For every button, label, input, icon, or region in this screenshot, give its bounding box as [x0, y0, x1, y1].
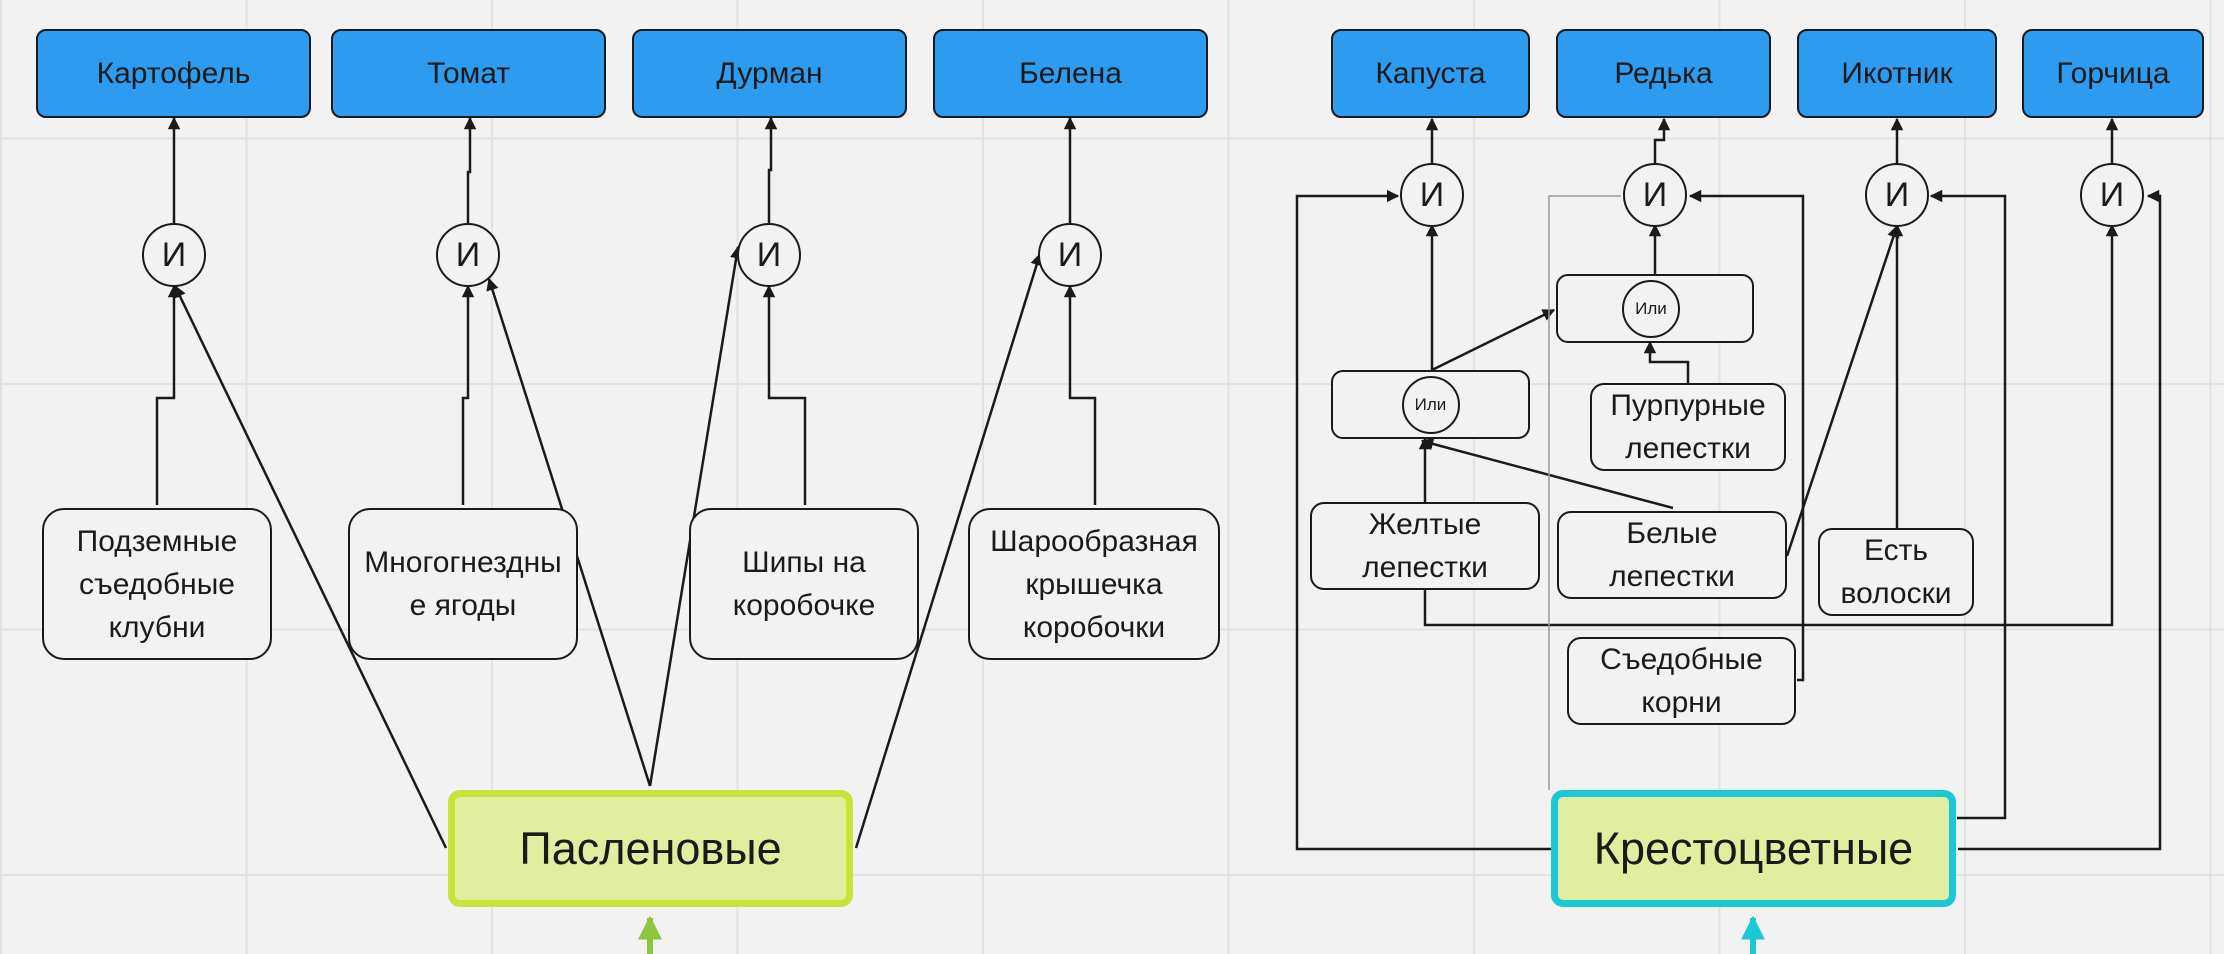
edge-roots-and-radish	[1688, 189, 1805, 682]
edge-brassicaceae-and-alyssum	[1929, 189, 2007, 820]
leaf-tomato[interactable]: Томат	[331, 29, 606, 118]
edge-lid-and	[1063, 284, 1097, 505]
and-node-radish[interactable]: И	[1623, 163, 1687, 227]
edge-tubers-and	[155, 284, 181, 505]
edge-purple-or	[1643, 340, 1690, 383]
or-box-radish[interactable]: Или	[1556, 274, 1754, 343]
feature-white[interactable]: Белые лепестки	[1557, 511, 1787, 599]
feature-purple[interactable]: Пурпурные лепестки	[1590, 383, 1786, 471]
family-brassicaceae[interactable]: Крестоцветные	[1551, 790, 1956, 907]
feature-roots[interactable]: Съедобные корни	[1567, 637, 1796, 725]
leaf-datura[interactable]: Дурман	[632, 29, 907, 118]
edge-or-cabbage-or-radish	[1431, 308, 1556, 372]
edge-guide-thin	[1548, 195, 1621, 790]
edge-and-radish	[1653, 117, 1671, 164]
edge-white-or	[1420, 437, 1674, 510]
family-solanaceae[interactable]: Пасленовые	[448, 790, 853, 907]
leaf-henbane[interactable]: Белена	[933, 29, 1208, 118]
and-node-henbane[interactable]: И	[1038, 223, 1102, 287]
or-node-cabbage: Или	[1401, 375, 1460, 434]
edge-berries-and	[461, 284, 475, 505]
leaf-alyssum[interactable]: Икотник	[1797, 29, 1997, 118]
edge-yellow-and-mustard	[1423, 223, 2119, 627]
feature-yellow[interactable]: Желтые лепестки	[1310, 502, 1540, 590]
edge-solanaceae-and-potato	[173, 284, 448, 849]
edge-brassicaceae-and-cabbage	[1295, 189, 1551, 851]
leaf-radish[interactable]: Редька	[1556, 29, 1771, 118]
edge-solanaceae-and-henbane	[854, 252, 1043, 849]
feature-tubers[interactable]: Подземные съедобные клубни	[42, 508, 272, 660]
and-node-mustard[interactable]: И	[2080, 163, 2144, 227]
edge-brassicaceae-and-mustard	[1958, 189, 2162, 851]
edge-spines-and	[762, 284, 807, 505]
edge-and-datura	[764, 116, 778, 225]
feature-lid[interactable]: Шарообразная крышечка коробочки	[968, 508, 1220, 660]
or-box-cabbage[interactable]: Или	[1331, 370, 1530, 439]
feature-hairs[interactable]: Есть волоски	[1818, 528, 1974, 616]
feature-spines[interactable]: Шипы на коробочке	[689, 508, 919, 660]
leaf-mustard[interactable]: Горчица	[2022, 29, 2204, 118]
and-node-datura[interactable]: И	[737, 223, 801, 287]
and-node-alyssum[interactable]: И	[1865, 163, 1929, 227]
leaf-cabbage[interactable]: Капуста	[1331, 29, 1530, 118]
edge-white-and-alyssum	[1785, 224, 1900, 557]
and-node-potato[interactable]: И	[142, 223, 206, 287]
and-node-tomato[interactable]: И	[436, 223, 500, 287]
and-node-cabbage[interactable]: И	[1400, 163, 1464, 227]
or-node-radish: Или	[1622, 279, 1680, 338]
edge-and-tomato	[463, 116, 477, 225]
leaf-potato[interactable]: Картофель	[36, 29, 311, 118]
feature-berries[interactable]: Многогнездные ягоды	[348, 508, 578, 660]
